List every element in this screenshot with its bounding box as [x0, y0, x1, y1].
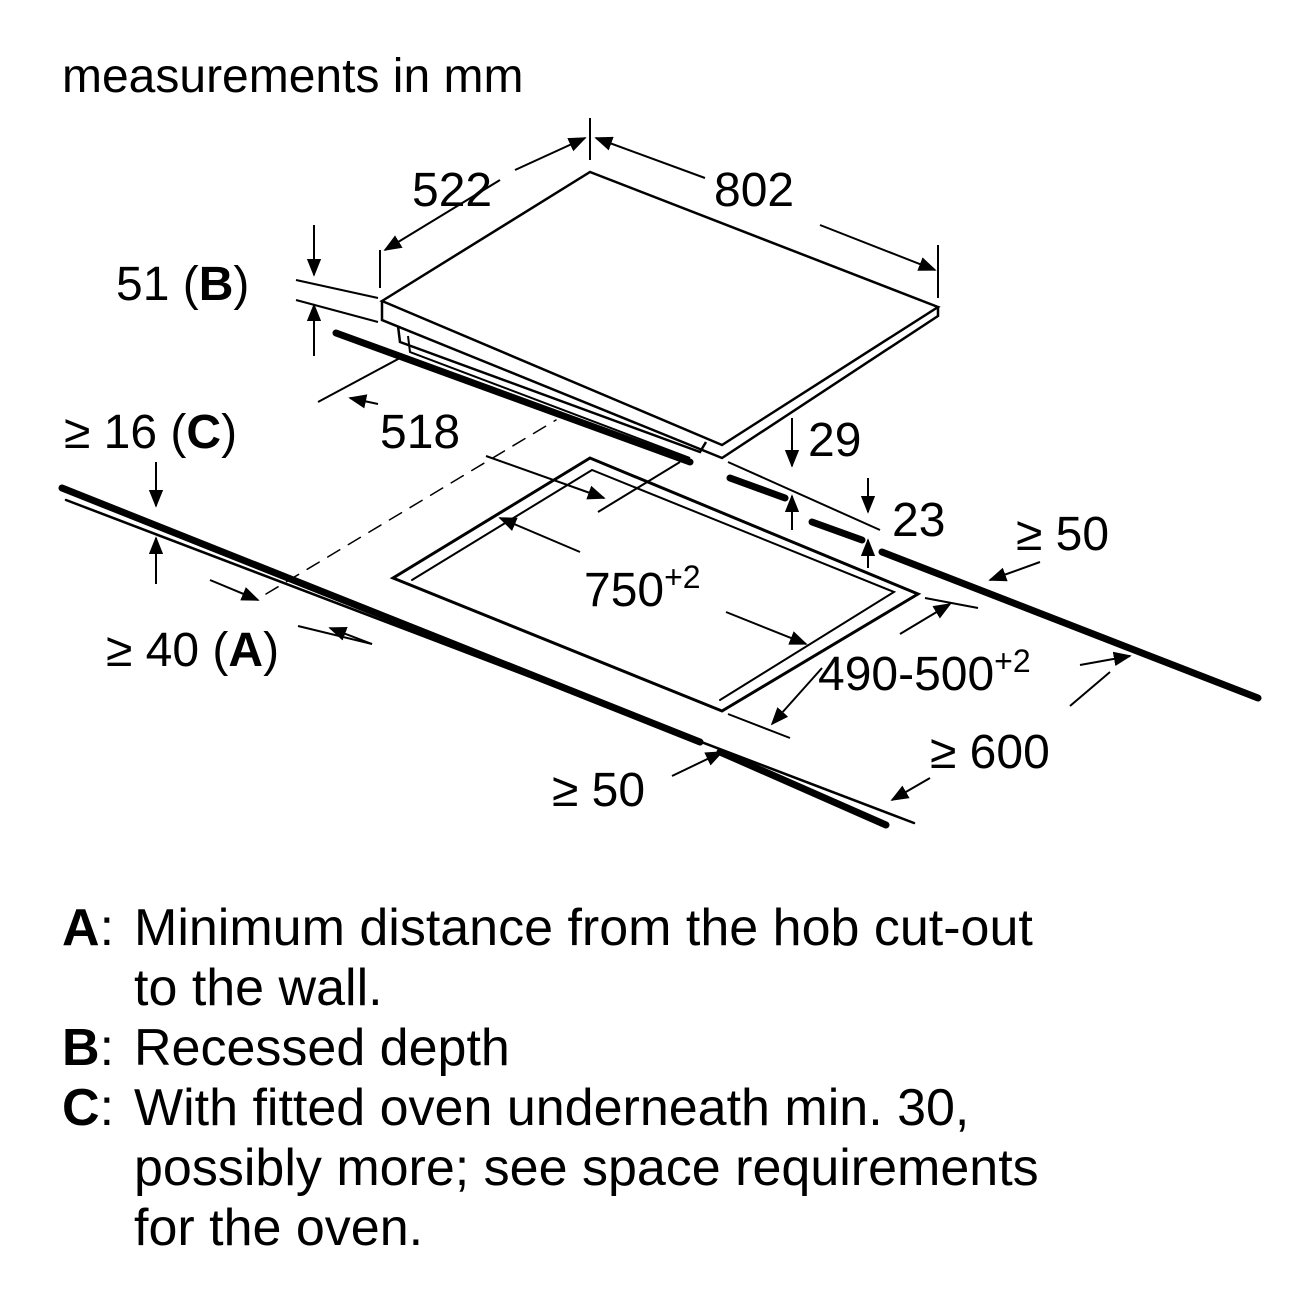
legend-text: Recessed depth: [134, 1019, 510, 1077]
legend-text: Minimum distance from the hob cut-out: [134, 899, 1033, 957]
legend-text: to the wall.: [134, 959, 383, 1017]
label-50-back: ≥ 50: [1016, 508, 1109, 561]
legend-item-b: B: Recessed depth: [62, 1018, 1262, 1078]
dimension-lines: [148, 118, 1132, 801]
label-522: 522: [412, 164, 492, 217]
legend-key: B: [62, 1019, 100, 1077]
label-40-a: ≥ 40 (A): [106, 624, 279, 677]
label-750: 750+2: [584, 559, 701, 617]
legend-key: C: [62, 1079, 100, 1137]
worktop: [58, 329, 1262, 829]
legend-text: for the oven.: [134, 1199, 424, 1257]
legend-text: With fitted oven underneath min. 30,: [134, 1079, 970, 1137]
legend-item-c: C: With fitted oven underneath min. 30, …: [62, 1078, 1262, 1258]
legend-text: possibly more; see space requirements: [134, 1139, 1039, 1197]
label-600: ≥ 600: [930, 726, 1050, 779]
label-490-500: 490-500+2: [818, 643, 1031, 701]
hob-plate: [379, 170, 941, 460]
label-16-c: ≥ 16 (C): [64, 406, 237, 459]
label-51-b: 51 (B): [116, 258, 249, 311]
legend: A: Minimum distance from the hob cut-out…: [62, 898, 1262, 1258]
title: measurements in mm: [62, 50, 523, 103]
label-518: 518: [380, 406, 460, 459]
label-29: 29: [808, 414, 861, 467]
hob-installation-diagram: measurements in mm: [58, 50, 1262, 829]
legend-item-a: A: Minimum distance from the hob cut-out…: [62, 898, 1262, 1018]
label-23: 23: [892, 494, 945, 547]
label-50-front: ≥ 50: [552, 764, 645, 817]
label-802: 802: [714, 164, 794, 217]
legend-key: A: [62, 899, 100, 957]
dimension-labels: 522 802 51 (B) 518 29 23 ≥ 16 (C) ≥ 50 7…: [64, 164, 1109, 817]
